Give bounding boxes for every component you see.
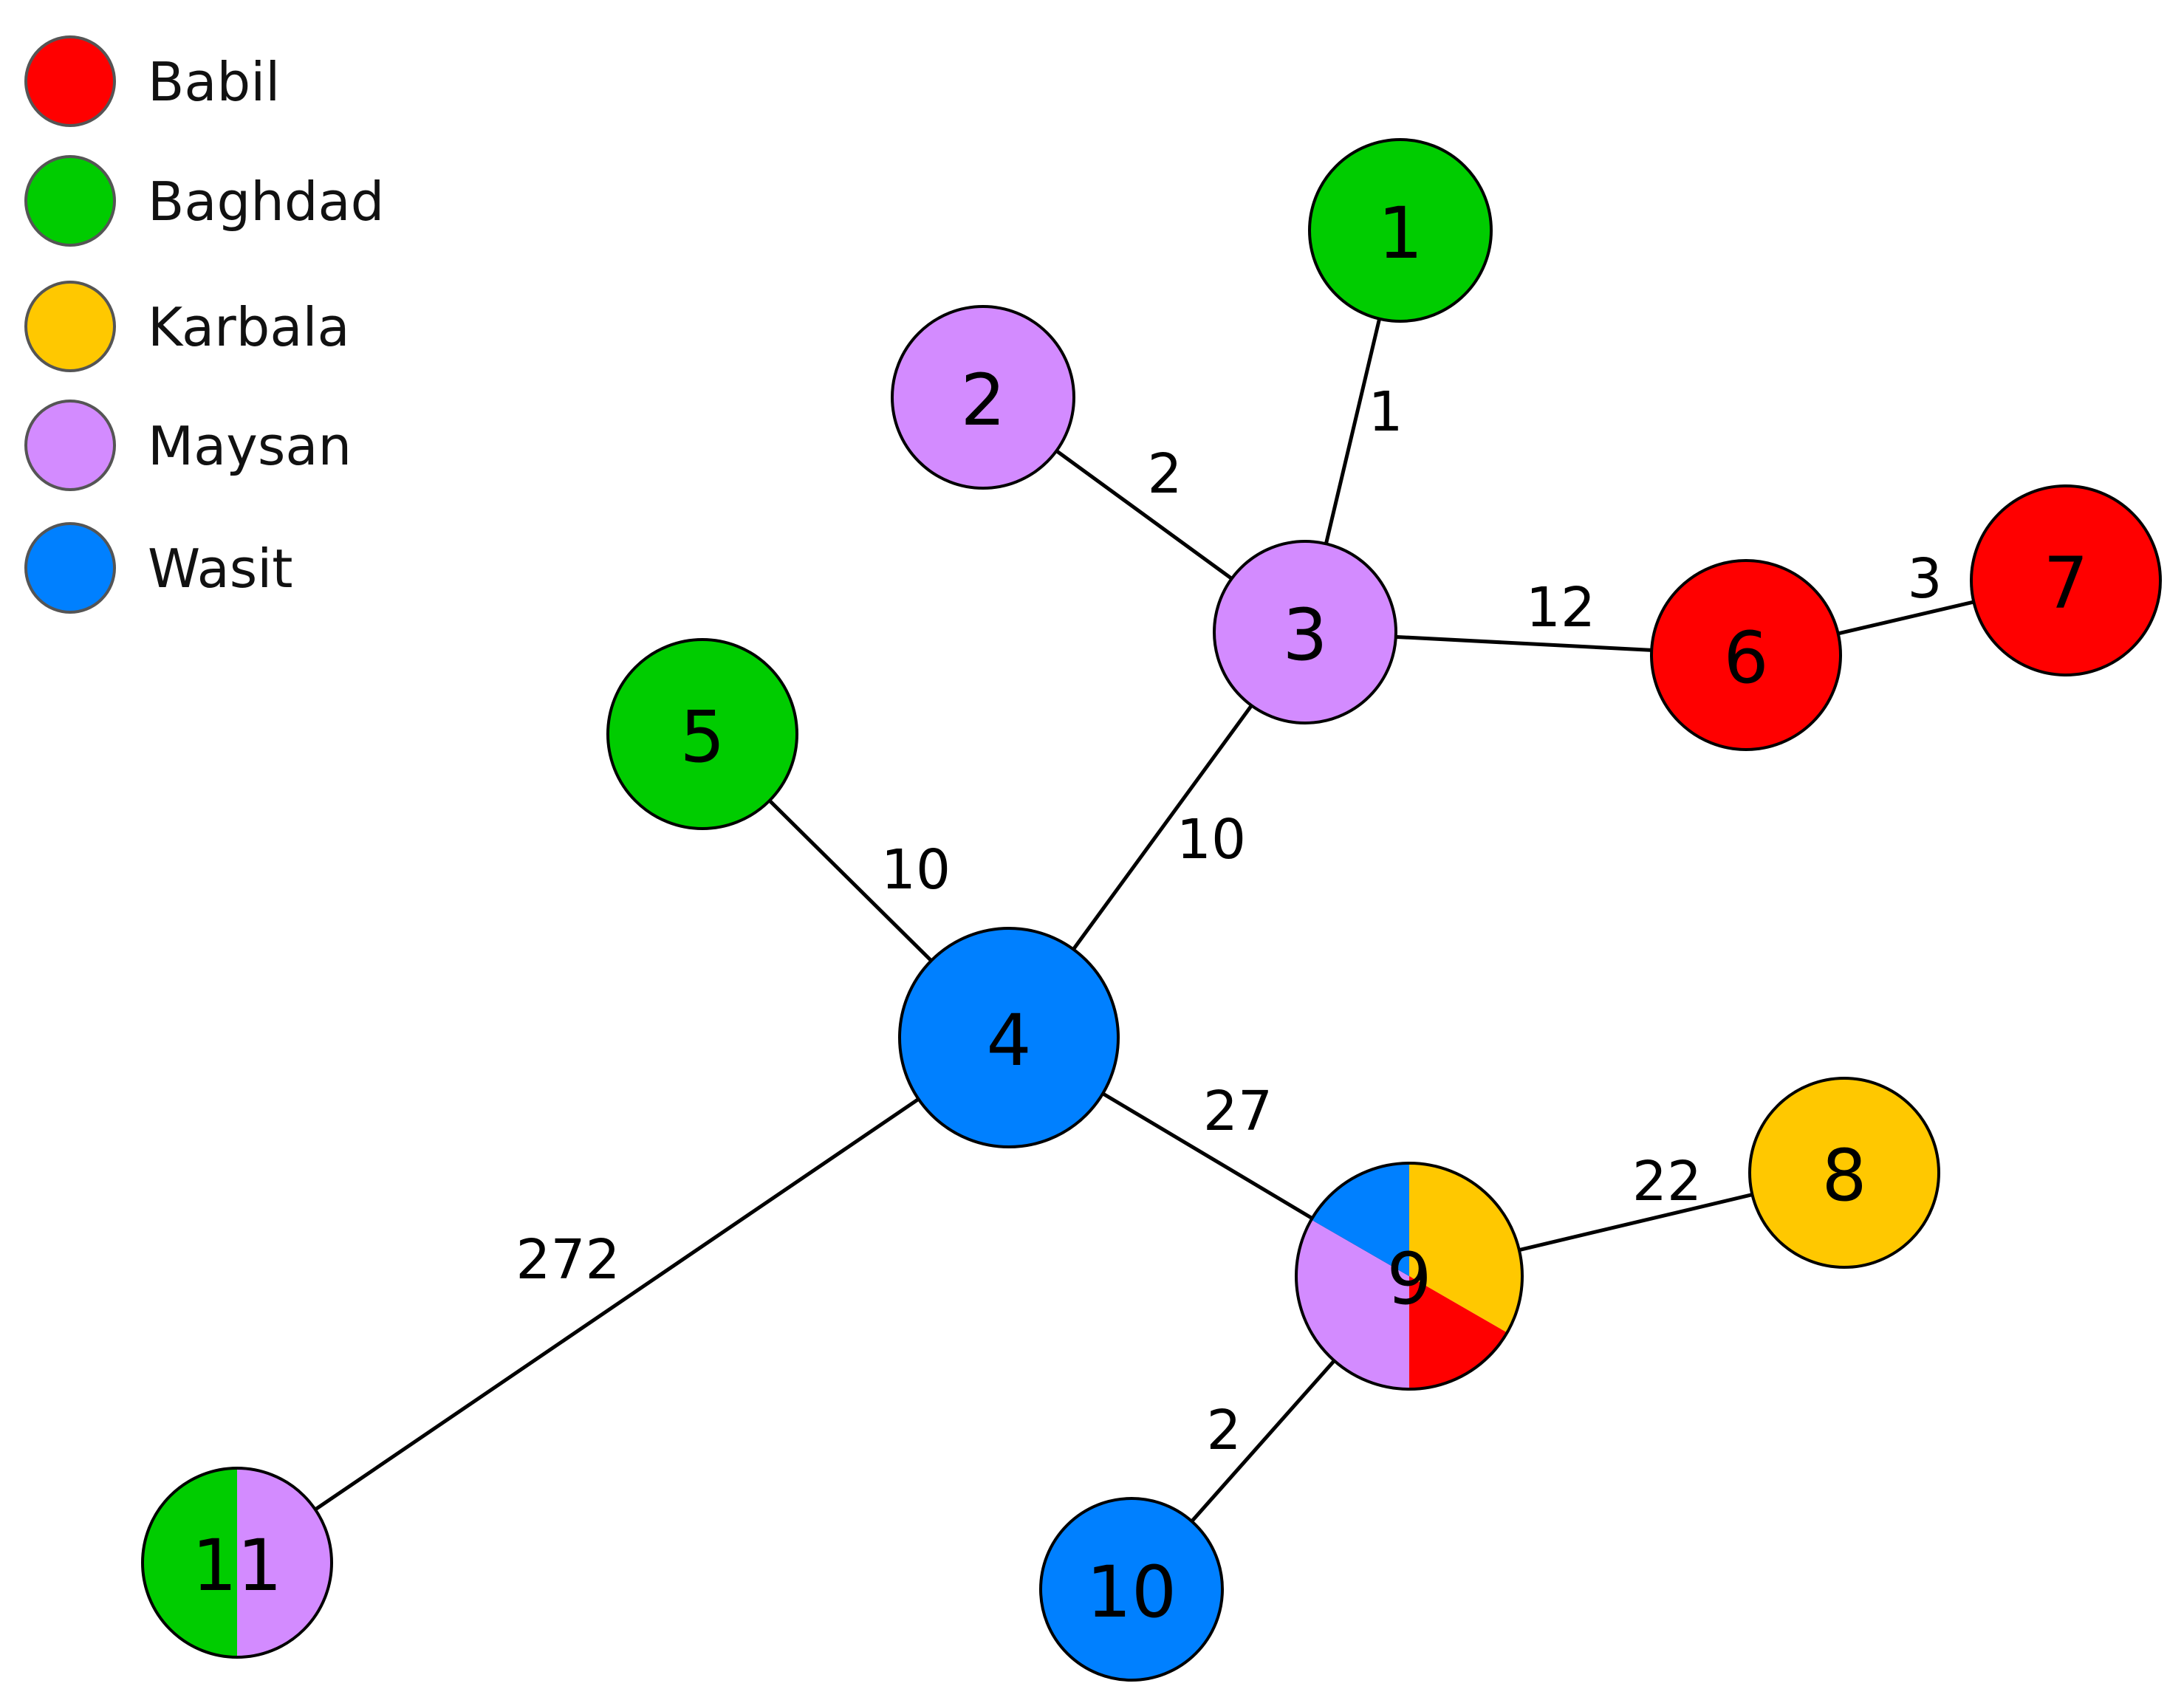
node-3-label: 3 [1282, 594, 1327, 676]
node-6-fill [1651, 561, 1841, 750]
edge-4-11 [236, 1035, 1010, 1565]
node-1: 1 [1308, 138, 1493, 323]
node-6-label: 6 [1723, 617, 1768, 699]
node-7: 7 [1970, 484, 2162, 676]
edge-label-3-4: 10 [1177, 808, 1246, 871]
node-2-fill [892, 306, 1074, 488]
node-4-fill [900, 928, 1118, 1147]
node-7-outline [1970, 484, 2162, 676]
node-3-outline [1213, 540, 1397, 724]
node-9-slice-maysan [1296, 1219, 1409, 1389]
node-2: 2 [891, 305, 1075, 490]
node-11-label: 11 [192, 1524, 282, 1607]
edge-label-2-3: 2 [1147, 442, 1182, 506]
node-9-label: 9 [1386, 1238, 1431, 1320]
node-3: 3 [1213, 540, 1397, 724]
node-1-outline [1308, 138, 1493, 323]
node-5: 5 [606, 638, 798, 830]
edge-label-1-3: 1 [1368, 380, 1403, 444]
node-8: 8 [1748, 1077, 1940, 1269]
node-11-outline [141, 1467, 333, 1659]
node-10-outline [1039, 1497, 1224, 1682]
node-5-label: 5 [679, 696, 725, 778]
edges [236, 230, 2067, 1591]
node-4-outline [898, 927, 1120, 1148]
legend-swatch-baghdad [24, 155, 116, 247]
legend-label-maysan: Maysan [148, 415, 352, 477]
node-9: 9 [1295, 1162, 1524, 1391]
node-10-label: 10 [1086, 1551, 1177, 1634]
node-6-outline [1650, 559, 1842, 751]
node-5-fill [608, 640, 797, 829]
node-10: 10 [1039, 1497, 1224, 1682]
node-10-fill [1041, 1498, 1222, 1680]
legend-label-wasit: Wasit [148, 538, 292, 600]
edge-label-4-9: 27 [1203, 1080, 1273, 1143]
node-8-outline [1748, 1077, 1940, 1269]
edge-label-9-8: 22 [1632, 1150, 1702, 1213]
legend-swatch-maysan [24, 400, 116, 491]
edge-label-4-11: 272 [516, 1228, 620, 1292]
node-7-label: 7 [2043, 542, 2088, 625]
node-4: 4 [898, 927, 1120, 1148]
node-6: 6 [1650, 559, 1842, 751]
node-1-label: 1 [1377, 192, 1423, 275]
node-8-label: 8 [1821, 1134, 1866, 1217]
edge-label-5-4: 10 [881, 838, 951, 902]
node-1-fill [1310, 140, 1491, 321]
legend-swatch-wasit [24, 522, 116, 614]
node-2-label: 2 [960, 359, 1005, 442]
node-3-fill [1214, 541, 1396, 723]
edge-label-9-10: 2 [1206, 1399, 1241, 1462]
node-11-slice-baghdad [143, 1468, 237, 1657]
legend-label-karbala: Karbala [148, 296, 350, 358]
node-11-slice-maysan [237, 1468, 332, 1657]
legend-label-babil: Babil [148, 51, 280, 113]
edge-label-6-7: 3 [1907, 547, 1942, 611]
node-9-outline [1295, 1162, 1524, 1391]
legend-swatch-karbala [24, 281, 116, 372]
node-11: 11 [141, 1467, 333, 1659]
node-8-fill [1750, 1078, 1939, 1267]
node-7-fill [1971, 486, 2160, 675]
node-4-label: 4 [986, 999, 1031, 1082]
legend-label-baghdad: Baghdad [148, 171, 384, 233]
legend-swatch-babil [24, 35, 116, 127]
edge-label-3-6: 12 [1526, 576, 1595, 640]
node-2-outline [891, 305, 1075, 490]
node-9-slice-karbala [1409, 1163, 1522, 1333]
node-5-outline [606, 638, 798, 830]
